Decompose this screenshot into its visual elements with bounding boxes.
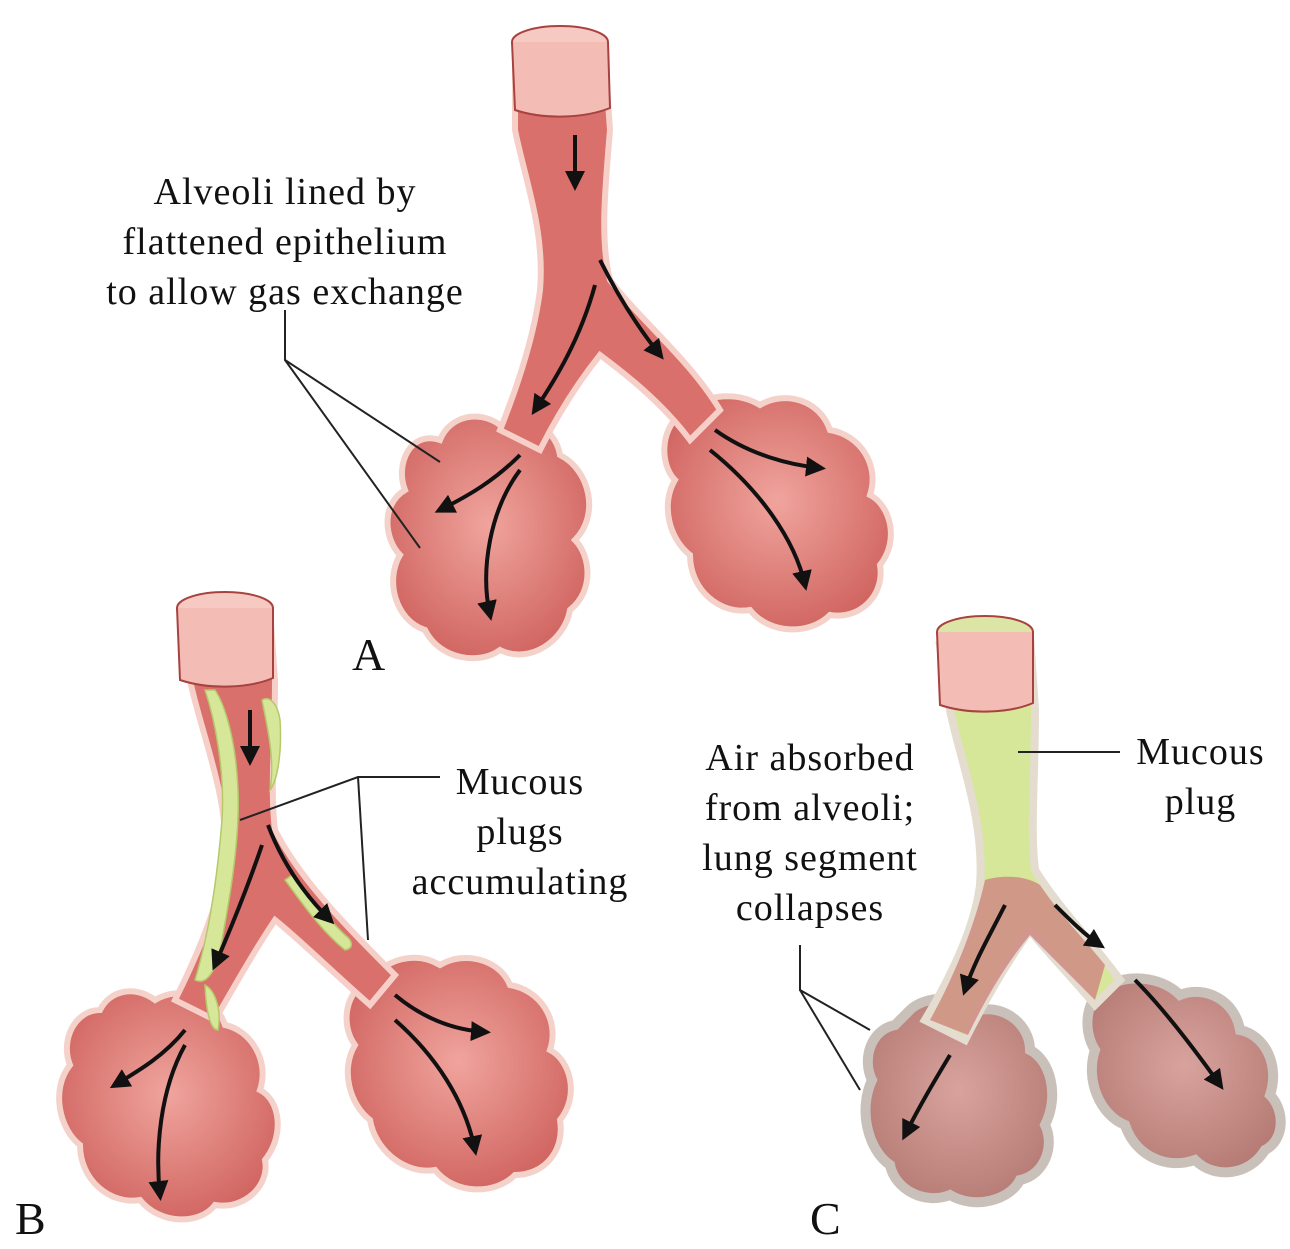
panel-c-bronchus-cuff (937, 632, 1033, 712)
panel-a-bronchus-cuff (512, 42, 610, 117)
panel-c-right-label-line-2: plug (1118, 777, 1283, 827)
panel-b-label-line-1: Mucous (395, 757, 645, 807)
panel-a-label-line-1: Alveoli lined by (70, 167, 500, 217)
panel-a-bronchus (500, 60, 720, 450)
panel-c-mucous-plug-label: Mucous plug (1118, 727, 1283, 827)
panel-c-left-label-line-3: lung segment (670, 833, 950, 883)
panel-b-bronchus-cuff (177, 608, 273, 687)
panel-c-left-label-line-2: from alveoli; (670, 783, 950, 833)
panel-b-mucous-plugs-label: Mucous plugs accumulating (395, 757, 645, 907)
panel-b-label-line-3: accumulating (395, 857, 645, 907)
panel-c-left-label-line-4: collapses (670, 883, 950, 933)
panel-a-label-line-2: flattened epithelium (70, 217, 500, 267)
panel-c-right-collapsed-sac (1087, 978, 1280, 1172)
panel-a-normal-airway (285, 26, 891, 658)
panel-c-air-absorbed-label: Air absorbed from alveoli; lung segment … (670, 733, 950, 933)
panel-a-alveoli-label: Alveoli lined by flattened epithelium to… (70, 167, 500, 317)
panel-a-left-alveolar-sac (388, 417, 590, 659)
panel-b-left-alveolar-sac (59, 991, 278, 1219)
panel-b-letter: B (15, 1196, 46, 1242)
panel-a-letter: A (352, 632, 385, 678)
panel-c-left-label-line-1: Air absorbed (670, 733, 950, 783)
panel-c-letter: C (810, 1196, 841, 1242)
panel-c-right-label-line-1: Mucous (1118, 727, 1283, 777)
panel-b-label-line-2: plugs (395, 807, 645, 857)
panel-a-label-line-3: to allow gas exchange (70, 267, 500, 317)
